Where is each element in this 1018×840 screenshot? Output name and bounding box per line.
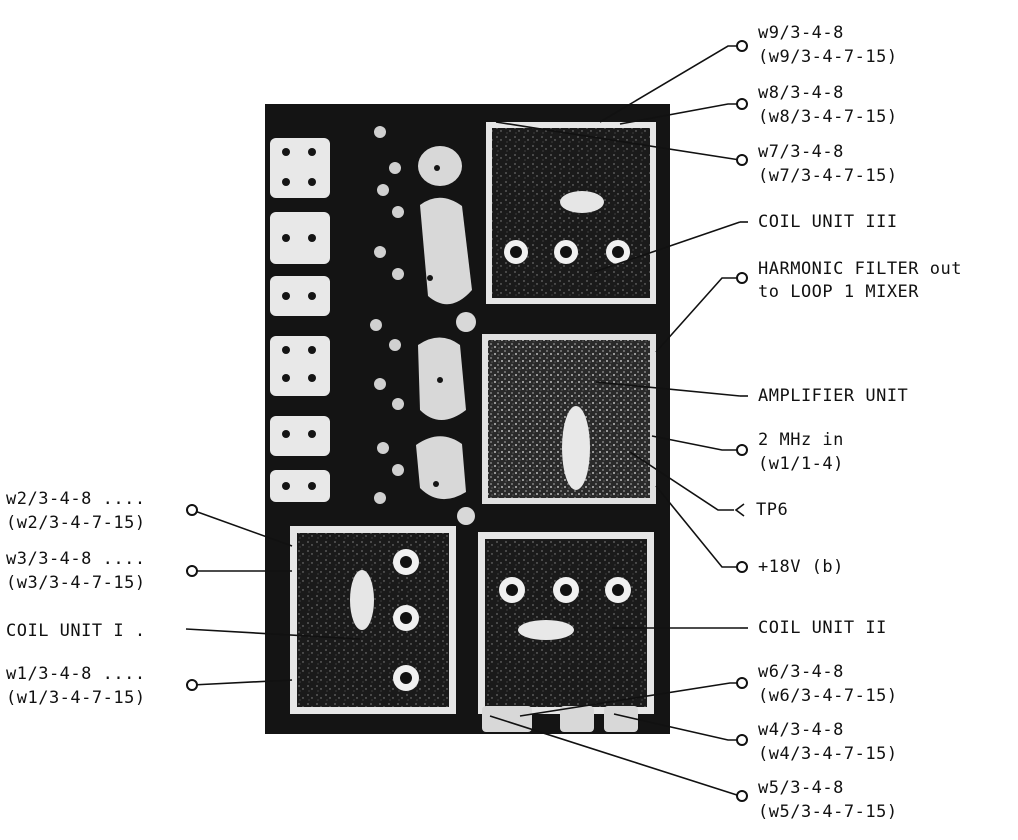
label-w9-b: (w9/3-4-7-15): [758, 47, 898, 67]
label-coil-unit-iii: COIL UNIT III: [758, 212, 898, 232]
label-w7-b: (w7/3-4-7-15): [758, 166, 898, 186]
coil-unit-i-can: [290, 526, 456, 714]
label-w8-b: (w8/3-4-7-15): [758, 107, 898, 127]
label-amplifier-unit: AMPLIFIER UNIT: [758, 386, 909, 406]
label-w4-a: w4/3-4-8: [758, 720, 844, 740]
label-w8-a: w8/3-4-8: [758, 83, 844, 103]
label-loop1-mixer: to LOOP 1 MIXER: [758, 282, 920, 302]
pad-column: [370, 126, 404, 504]
label-coil-unit-ii: COIL UNIT II: [758, 618, 887, 638]
coil-unit-iii-can: [486, 122, 656, 304]
label-2mhz-source: (w1/1-4): [758, 454, 844, 474]
label-w1-a: w1/3-4-8 ....: [6, 664, 146, 684]
label-w5-a: w5/3-4-8: [758, 778, 844, 798]
label-w5-b: (w5/3-4-7-15): [758, 802, 898, 822]
label-coil-unit-i: COIL UNIT I .: [6, 621, 146, 641]
label-tp6: TP6: [756, 500, 789, 520]
label-w3-b: (w3/3-4-7-15): [6, 573, 146, 593]
label-w6-b: (w6/3-4-7-15): [758, 686, 898, 706]
label-harmonic-filter: HARMONIC FILTER out: [758, 259, 962, 279]
label-2mhz-in: 2 MHz in: [758, 430, 844, 450]
label-w7-a: w7/3-4-8: [758, 142, 844, 162]
terminal-circles: [186, 40, 748, 802]
label-18v: +18V (b): [758, 557, 844, 577]
bottom-pads: [482, 706, 638, 732]
label-w3-a: w3/3-4-8 ....: [6, 549, 146, 569]
components: [416, 146, 476, 525]
label-w2-a: w2/3-4-8 ....: [6, 489, 146, 509]
coil-unit-ii-can: [478, 532, 654, 714]
leader-lines: [185, 45, 741, 797]
label-w1-b: (w1/3-4-7-15): [6, 688, 146, 708]
amplifier-unit-can: [482, 334, 656, 504]
label-w6-a: w6/3-4-8: [758, 662, 844, 682]
label-w2-b: (w2/3-4-7-15): [6, 513, 146, 533]
label-w4-b: (w4/3-4-7-15): [758, 744, 898, 764]
label-w9-a: w9/3-4-8: [758, 23, 844, 43]
pointer-marks: [734, 221, 748, 629]
